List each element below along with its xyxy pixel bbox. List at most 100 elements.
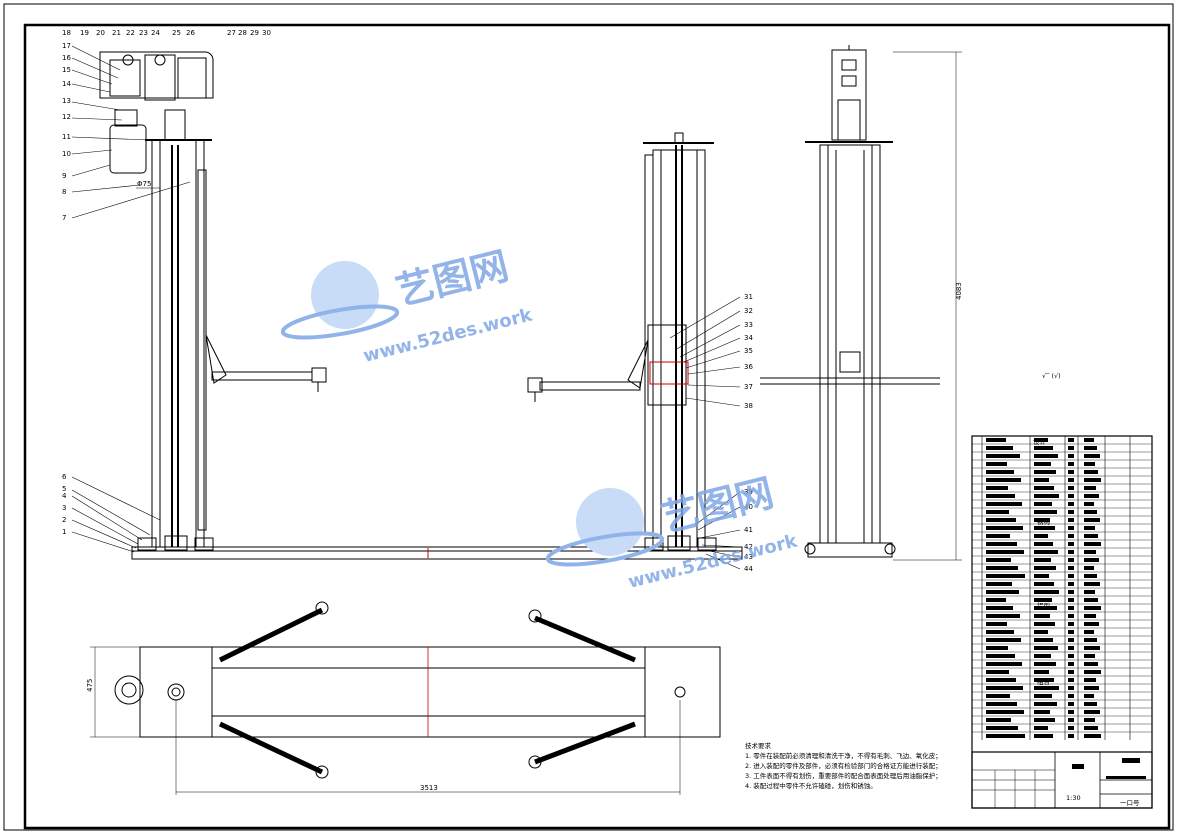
title-sheet: 一口号 [1120, 799, 1140, 807]
bom-cell-block [1034, 470, 1056, 474]
bom-cell-block [986, 718, 1011, 722]
bom-cell-block [1034, 630, 1048, 634]
bom-cell-block [1034, 638, 1053, 642]
notes-line-2: 2. 进入装配的零件及部件，必须有检验部门的合格证方能进行装配； [745, 761, 942, 770]
balloon-5: 5 [62, 485, 66, 493]
bom-cell-block [1068, 550, 1074, 554]
bom-cell-block [986, 638, 1021, 642]
bom-cell-block [1068, 518, 1074, 522]
title-scale: 1:30 [1066, 794, 1081, 802]
balloon-30: 30 [262, 29, 271, 37]
bom-cell-block [1068, 622, 1074, 626]
bom-cell-block [1084, 558, 1099, 562]
bom-cell-block [986, 654, 1015, 658]
bom-cell-block [986, 486, 1008, 490]
bom-cell-block [1068, 598, 1074, 602]
bom-cell-block [1084, 606, 1101, 610]
balloon-15: 15 [62, 66, 71, 74]
bom-cell-block [1084, 670, 1101, 674]
balloon-11: 11 [62, 133, 71, 141]
bom-cell-block [1034, 734, 1053, 738]
bom-cell-block [1034, 558, 1051, 562]
bom-cell-block [1068, 470, 1074, 474]
dim-small: Φ75 [136, 180, 160, 189]
notes-line-1: 1. 零件在装配前必须清理和清洗干净，不得有毛刺、飞边、氧化皮； [745, 751, 942, 760]
bom-cell-block [1068, 502, 1074, 506]
bom-cell-block [1034, 614, 1050, 618]
balloon-26: 26 [186, 29, 195, 37]
bom-cell-block [1034, 606, 1057, 610]
balloon-16: 16 [62, 54, 71, 62]
balloon-12: 12 [62, 113, 71, 121]
bom-cell-block [1084, 662, 1098, 666]
bom-cell-block [986, 710, 1024, 714]
bom-cell-block [1068, 678, 1074, 682]
bom-cell-block [986, 518, 1016, 522]
bom-cell-block [1084, 598, 1098, 602]
bom-cell-block [986, 678, 1016, 682]
bom-cell-block [1068, 510, 1074, 514]
bom-cell-block [1084, 446, 1097, 450]
bom-cell-block [1034, 718, 1055, 722]
bom-cell-block [1068, 574, 1074, 578]
balloon-19: 19 [80, 29, 89, 37]
bom-cell-block [1068, 494, 1074, 498]
balloon-9: 9 [62, 172, 66, 180]
bom-cell-block [1084, 542, 1101, 546]
bom-cell-block [1068, 726, 1074, 730]
balloon-35: 35 [744, 347, 753, 355]
watermark-top-cn: 艺图网 [392, 243, 513, 313]
bom-cell-block [1068, 542, 1074, 546]
bom-cell-block [1034, 710, 1050, 714]
bom-cell-block [1068, 702, 1074, 706]
bom-cell-block [986, 734, 1025, 738]
bom-label-a: 设计 [1033, 437, 1047, 446]
bom-cell-block [1068, 462, 1074, 466]
title-block [971, 751, 1153, 809]
balloon-32: 32 [744, 307, 753, 315]
balloon-34: 34 [744, 334, 753, 342]
balloon-39: 39 [744, 488, 753, 496]
bom-cell-block [1034, 486, 1054, 490]
balloon-27: 27 [227, 29, 236, 37]
surface-roughness-symbol: √‾ (√) [1042, 372, 1061, 380]
bom-cell-block [1034, 694, 1052, 698]
bom-cell-block [986, 534, 1010, 538]
bom-cell-block [1068, 478, 1074, 482]
bom-cell-block [986, 630, 1014, 634]
bom-cell-block [1068, 486, 1074, 490]
bom-cell-block [1084, 638, 1097, 642]
bom-cell-block [986, 606, 1013, 610]
bom-cell-block [986, 622, 1007, 626]
bom-cell-block [1084, 646, 1100, 650]
bom-cell-block [1084, 582, 1100, 586]
bom-cell-block [986, 446, 1013, 450]
bom-cell-block [1084, 622, 1099, 626]
bom-cell-block [1084, 574, 1097, 578]
bom-cell-block [1084, 462, 1095, 466]
bom-cell-block [986, 598, 1006, 602]
bom-rows [972, 438, 1152, 738]
bom-cell-block [1084, 534, 1098, 538]
bom-cell-block [1068, 646, 1074, 650]
balloon-13: 13 [62, 97, 71, 105]
bom-cell-block [1034, 494, 1059, 498]
dim-small-text: Φ75 [137, 180, 151, 188]
balloon-3: 3 [62, 504, 66, 512]
bom-cell-block [986, 502, 1022, 506]
notes-title: 技术要求 [745, 741, 772, 750]
balloon-6: 6 [62, 473, 67, 481]
watermark-top: 艺图网 www.52des.work [280, 243, 535, 367]
bom-label-d: 钢构 [1037, 517, 1051, 526]
top-view [90, 601, 721, 795]
balloon-21: 21 [112, 29, 121, 37]
bom-cell-block [1034, 526, 1055, 530]
bom-cell-block [1084, 654, 1095, 658]
bom-cell-block [1068, 638, 1074, 642]
balloon-numbers-left: 18 19 20 21 22 23 24 25 26 27 28 29 30 1… [62, 29, 271, 536]
bom-cell-block [1068, 526, 1074, 530]
bom-cell-block [1034, 534, 1048, 538]
bom-cell-block [1068, 558, 1074, 562]
bom-cell-block [1034, 646, 1058, 650]
dim-height-text: 4083 [955, 282, 963, 300]
